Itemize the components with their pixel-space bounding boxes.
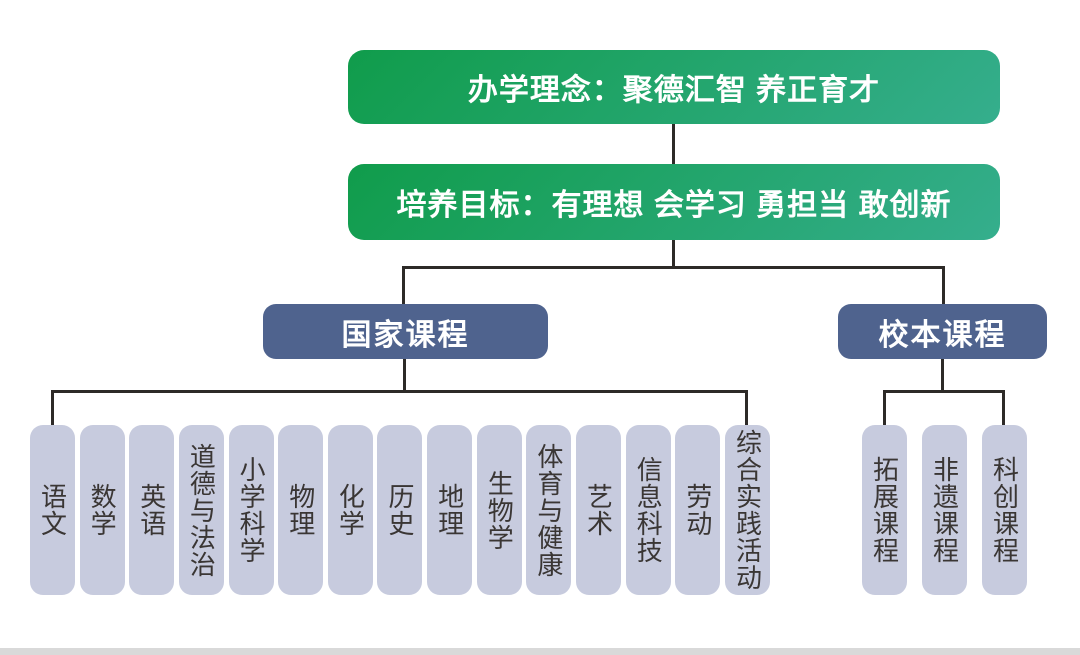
course-pill: 地理 xyxy=(427,425,473,595)
course-pill: 小学科学 xyxy=(228,425,274,595)
philosophy-text: 办学理念：聚德汇智 养正育才 xyxy=(467,74,881,107)
connector-school-drop-left xyxy=(883,390,886,425)
bottom-edge-bar xyxy=(0,648,1080,655)
connector-philosophy-to-goals xyxy=(672,124,675,164)
national-courses-row: 语文数学英语道德与法治小学科学物理化学历史地理生物学体育与健康艺术信息科技劳动综… xyxy=(30,425,770,595)
connector-school-drop-right xyxy=(1002,390,1005,425)
connector-national-crossbar xyxy=(51,390,748,393)
course-pill-label: 劳动 xyxy=(682,483,713,537)
philosophy-banner: 办学理念：聚德汇智 养正育才 xyxy=(348,50,1000,124)
national-curriculum-box: 国家课程 xyxy=(263,304,548,359)
course-pill-label: 科创课程 xyxy=(989,456,1020,564)
goals-text: 培养目标：有理想 会学习 勇担当 敢创新 xyxy=(396,189,952,222)
course-pill: 化学 xyxy=(327,425,373,595)
school-curriculum-label: 校本课程 xyxy=(878,318,1007,352)
connector-drop-school xyxy=(942,266,945,305)
course-pill-label: 历史 xyxy=(384,483,415,537)
course-pill-label: 艺术 xyxy=(583,483,614,537)
course-pill-label: 数学 xyxy=(87,483,118,537)
school-curriculum-box: 校本课程 xyxy=(838,304,1047,359)
course-pill-label: 综合实践活动 xyxy=(732,429,763,591)
course-pill: 英语 xyxy=(129,425,175,595)
course-pill: 数学 xyxy=(79,425,125,595)
connector-branch-crossbar xyxy=(402,266,945,269)
course-pill: 道德与法治 xyxy=(178,425,224,595)
course-pill-label: 体育与健康 xyxy=(533,442,564,578)
connector-national-stem xyxy=(403,359,406,392)
course-pill: 艺术 xyxy=(576,425,622,595)
course-pill: 信息科技 xyxy=(625,425,671,595)
national-curriculum-label: 国家课程 xyxy=(341,318,470,352)
course-pill-label: 英语 xyxy=(136,483,167,537)
course-pill-label: 化学 xyxy=(335,483,366,537)
course-pill: 历史 xyxy=(377,425,423,595)
course-pill: 语文 xyxy=(30,425,75,595)
course-pill: 体育与健康 xyxy=(526,425,572,595)
course-pill-label: 物理 xyxy=(285,483,316,537)
course-pill: 非遗课程 xyxy=(922,425,967,595)
course-pill-label: 生物学 xyxy=(484,469,515,551)
course-pill: 物理 xyxy=(278,425,324,595)
course-pill-label: 小学科学 xyxy=(236,456,267,564)
connector-school-stem xyxy=(941,359,944,392)
course-pill-label: 拓展课程 xyxy=(869,456,900,564)
course-pill: 劳动 xyxy=(675,425,721,595)
course-pill: 科创课程 xyxy=(982,425,1027,595)
course-pill-label: 语文 xyxy=(37,483,68,537)
connector-drop-national xyxy=(402,266,405,305)
course-pill: 综合实践活动 xyxy=(724,425,770,595)
course-pill-label: 信息科技 xyxy=(633,456,664,564)
course-pill-label: 地理 xyxy=(434,483,465,537)
school-courses-row: 拓展课程非遗课程科创课程 xyxy=(862,425,1027,595)
course-pill-label: 非遗课程 xyxy=(929,456,960,564)
course-pill: 生物学 xyxy=(476,425,522,595)
connector-national-drop-right xyxy=(745,390,748,425)
connector-national-drop-left xyxy=(51,390,54,425)
connector-school-crossbar xyxy=(883,390,1005,393)
goals-banner: 培养目标：有理想 会学习 勇担当 敢创新 xyxy=(348,164,1000,240)
course-pill-label: 道德与法治 xyxy=(186,442,217,578)
connector-goals-stem xyxy=(672,240,675,268)
course-pill: 拓展课程 xyxy=(862,425,907,595)
